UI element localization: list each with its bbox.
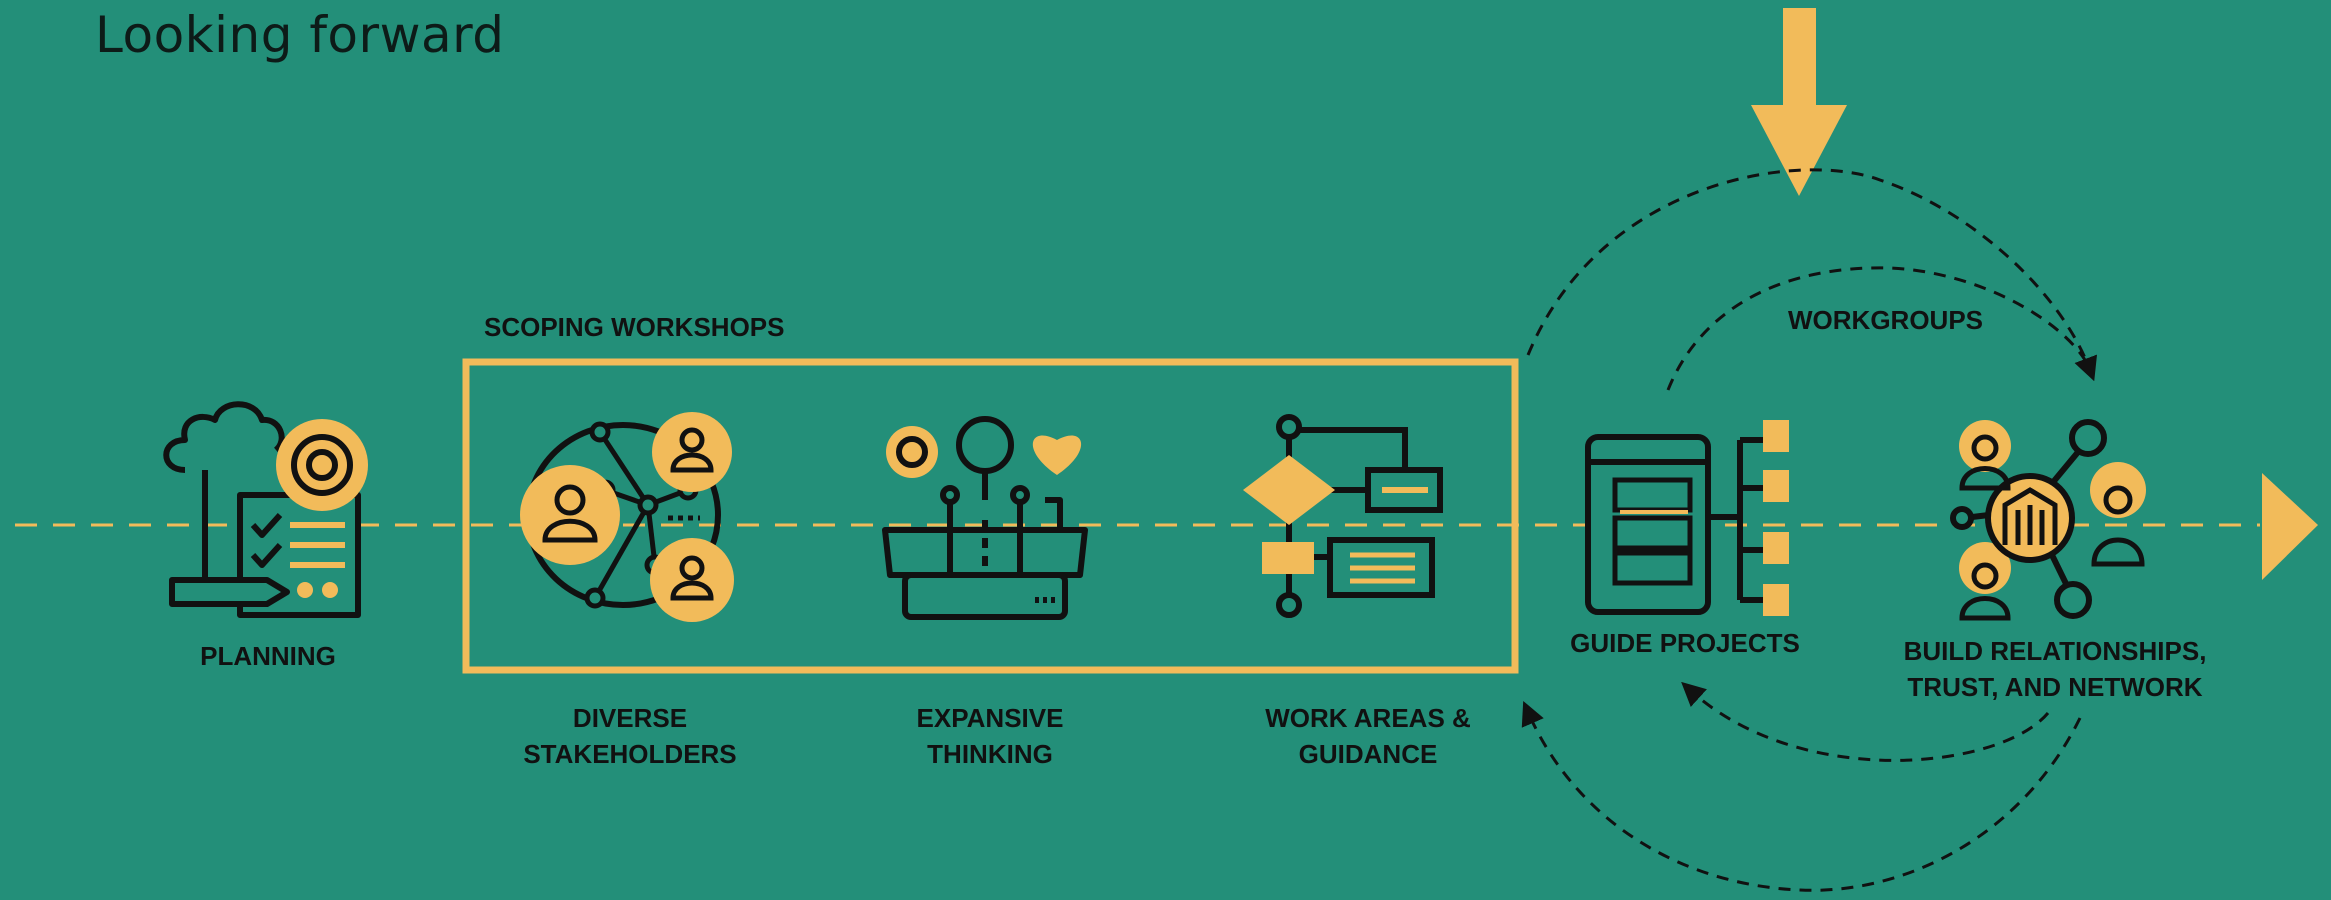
workgroups-label: WORKGROUPS bbox=[1788, 305, 1983, 335]
guide-projects-label: GUIDE PROJECTS bbox=[1570, 628, 1800, 658]
timeline-arrowhead bbox=[2262, 473, 2318, 580]
planning-label: PLANNING bbox=[200, 641, 336, 671]
cycle-arrows bbox=[1521, 168, 2098, 892]
stakeholders-label: DIVERSE STAKEHOLDERS bbox=[523, 703, 737, 769]
outer-bottom-arrow bbox=[1521, 700, 2082, 892]
thinking-label: EXPANSIVE THINKING bbox=[916, 703, 1064, 769]
stakeholders-icon bbox=[520, 412, 734, 622]
inner-bottom-arrow bbox=[1681, 681, 2050, 762]
scoping-workshops-label: SCOPING WORKSHOPS bbox=[484, 312, 785, 342]
guide-projects-icon bbox=[1585, 420, 1789, 616]
build-relationships-label: BUILD RELATIONSHIPS, TRUST, AND NETWORK bbox=[1903, 636, 2207, 702]
work-areas-icon bbox=[1243, 414, 1443, 618]
outer-top-arrow bbox=[1526, 168, 2098, 382]
planning-icon bbox=[163, 401, 368, 618]
build-relationships-icon bbox=[1950, 419, 2146, 621]
input-arrow bbox=[1751, 8, 1847, 196]
scoping-workshops-box bbox=[462, 358, 1519, 674]
thinking-icon bbox=[882, 416, 1088, 620]
timeline bbox=[15, 473, 2318, 580]
work-areas-label: WORK AREAS & GUIDANCE bbox=[1265, 703, 1471, 769]
page-subtitle: Looking forward bbox=[95, 6, 505, 64]
